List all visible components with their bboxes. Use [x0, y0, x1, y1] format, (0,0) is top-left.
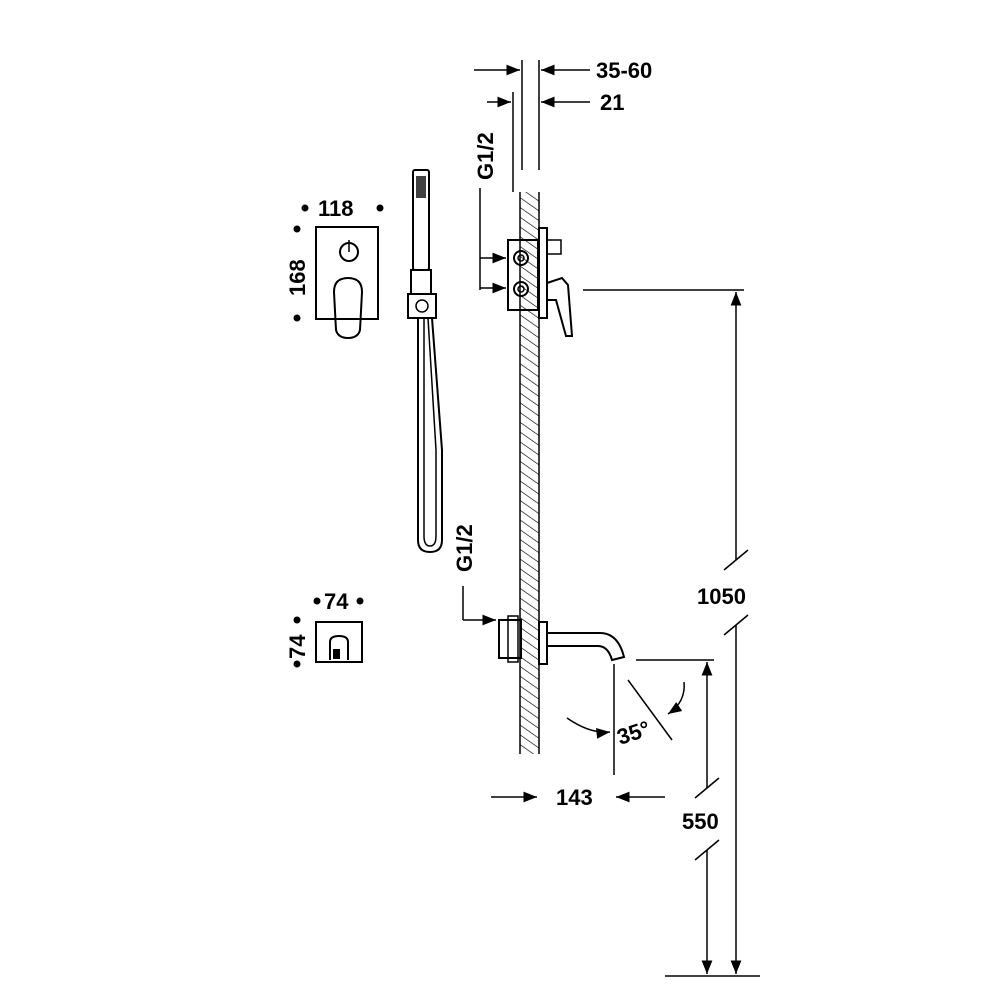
dimension-thread-top: G1/2	[473, 132, 506, 294]
dimension-plate-width: 118	[301, 196, 384, 221]
label-spout-plate-height: 74	[285, 634, 310, 659]
label-thread-bottom: G1/2	[452, 524, 477, 572]
dimension-spout-plate-height: 74	[285, 616, 310, 668]
bath-spout	[498, 615, 626, 665]
label-wall-depth: 35-60	[596, 58, 652, 83]
dimension-total-height: 1050	[583, 289, 749, 974]
label-thread-top: G1/2	[473, 132, 498, 180]
dimension-wall-depth: 35-60	[474, 58, 652, 83]
label-plate-height: 168	[285, 259, 310, 296]
spout-plate-front	[315, 621, 363, 663]
label-wall-min: 21	[600, 90, 624, 115]
dimension-spout-height: 550	[636, 659, 720, 974]
hand-shower	[407, 169, 443, 554]
dimension-thread-bottom: G1/2	[452, 524, 496, 626]
label-spout-projection: 143	[556, 785, 593, 810]
label-spout-angle: 35°	[614, 716, 653, 750]
label-spout-plate-width: 74	[324, 589, 349, 614]
label-spout-height: 550	[682, 809, 719, 834]
dimension-spout-angle: 35°	[566, 664, 685, 775]
mixer-plate-front	[315, 226, 379, 340]
dimension-spout-plate-width: 74	[313, 589, 364, 614]
label-plate-width: 118	[318, 196, 354, 221]
label-total-height: 1050	[697, 584, 746, 609]
mixer-valve-body	[507, 227, 574, 337]
wall-section	[512, 60, 540, 754]
dimension-plate-height: 168	[285, 225, 310, 322]
dimension-spout-projection: 143	[491, 785, 665, 810]
dimension-wall-min: 21	[487, 90, 624, 115]
